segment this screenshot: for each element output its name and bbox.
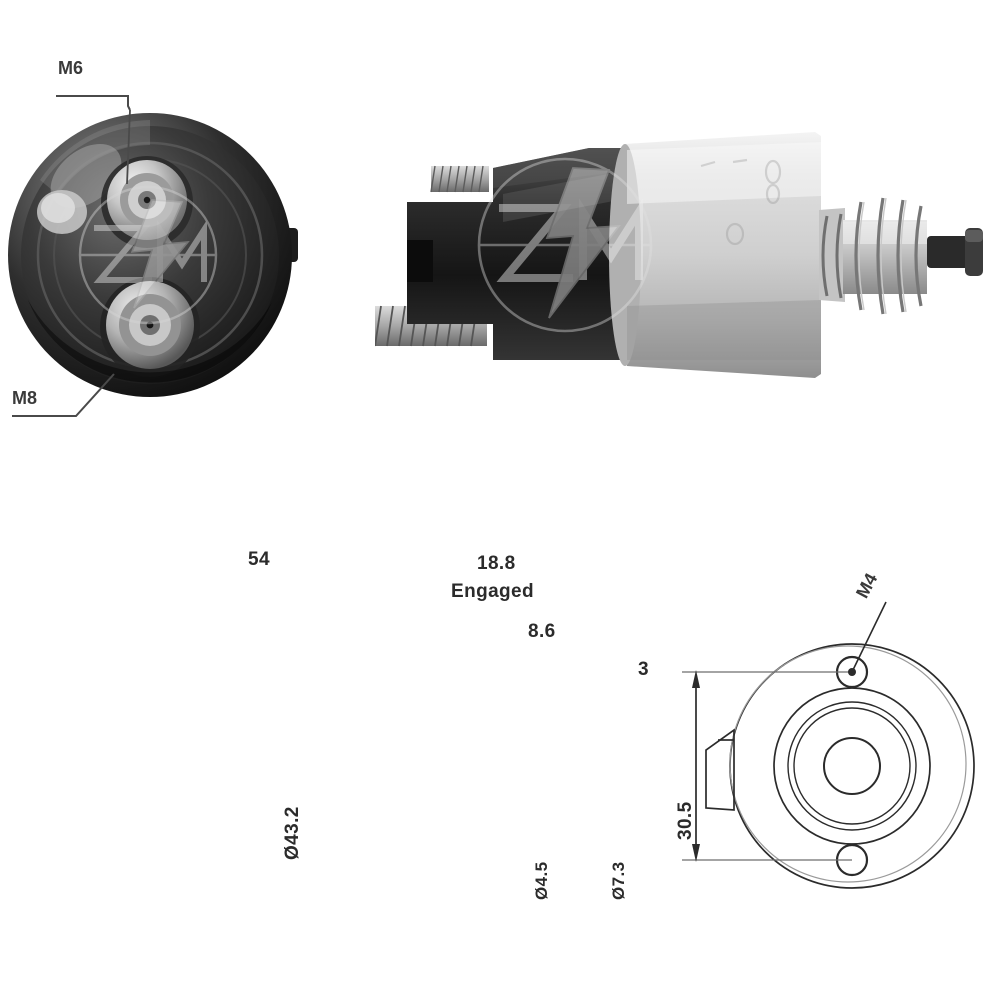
callout-m8: M8 [12, 388, 37, 409]
dimension-length-54: 54 [248, 550, 270, 570]
callout-m6-label: M6 [58, 58, 84, 78]
dimension-diameter-7-3: Ø7.3 [609, 862, 648, 919]
mounting-end-view-drawing [682, 601, 975, 889]
dimension-step-8-6: 8.6 [528, 622, 556, 642]
dimension-travel-18-8-value: 18.8 [477, 553, 516, 574]
dimension-engaged-label: Engaged [451, 582, 534, 602]
dimension-tip-3: 3 [638, 660, 649, 680]
dimension-engaged-label-value: Engaged [451, 581, 535, 602]
callout-m6: M6 [58, 58, 83, 79]
dimension-tip-3-value: 3 [638, 659, 649, 680]
dimension-diameter-43-2-value: Ø43.2 [282, 806, 303, 860]
dimension-pcd-30-5: 30.5 [675, 801, 715, 860]
side-view-photo [375, 110, 995, 400]
dimension-diameter-43-2: Ø43.2 [282, 806, 337, 880]
dimension-length-54-value: 54 [248, 549, 270, 570]
callout-m6-leader [56, 95, 131, 185]
dimension-diameter-4-5: Ø4.5 [532, 862, 571, 919]
side-section-drawing [0, 530, 700, 950]
callout-m8-label: M8 [12, 388, 38, 408]
dimension-pcd-30-5-value: 30.5 [675, 801, 696, 840]
dimension-step-8-6-value: 8.6 [528, 621, 556, 642]
dimension-diameter-7-3-value: Ø7.3 [609, 861, 628, 900]
dimension-diameter-4-5-value: Ø4.5 [532, 861, 551, 900]
dimension-travel-18-8: 18.8 [477, 554, 516, 574]
callout-m8-leader [12, 373, 115, 417]
